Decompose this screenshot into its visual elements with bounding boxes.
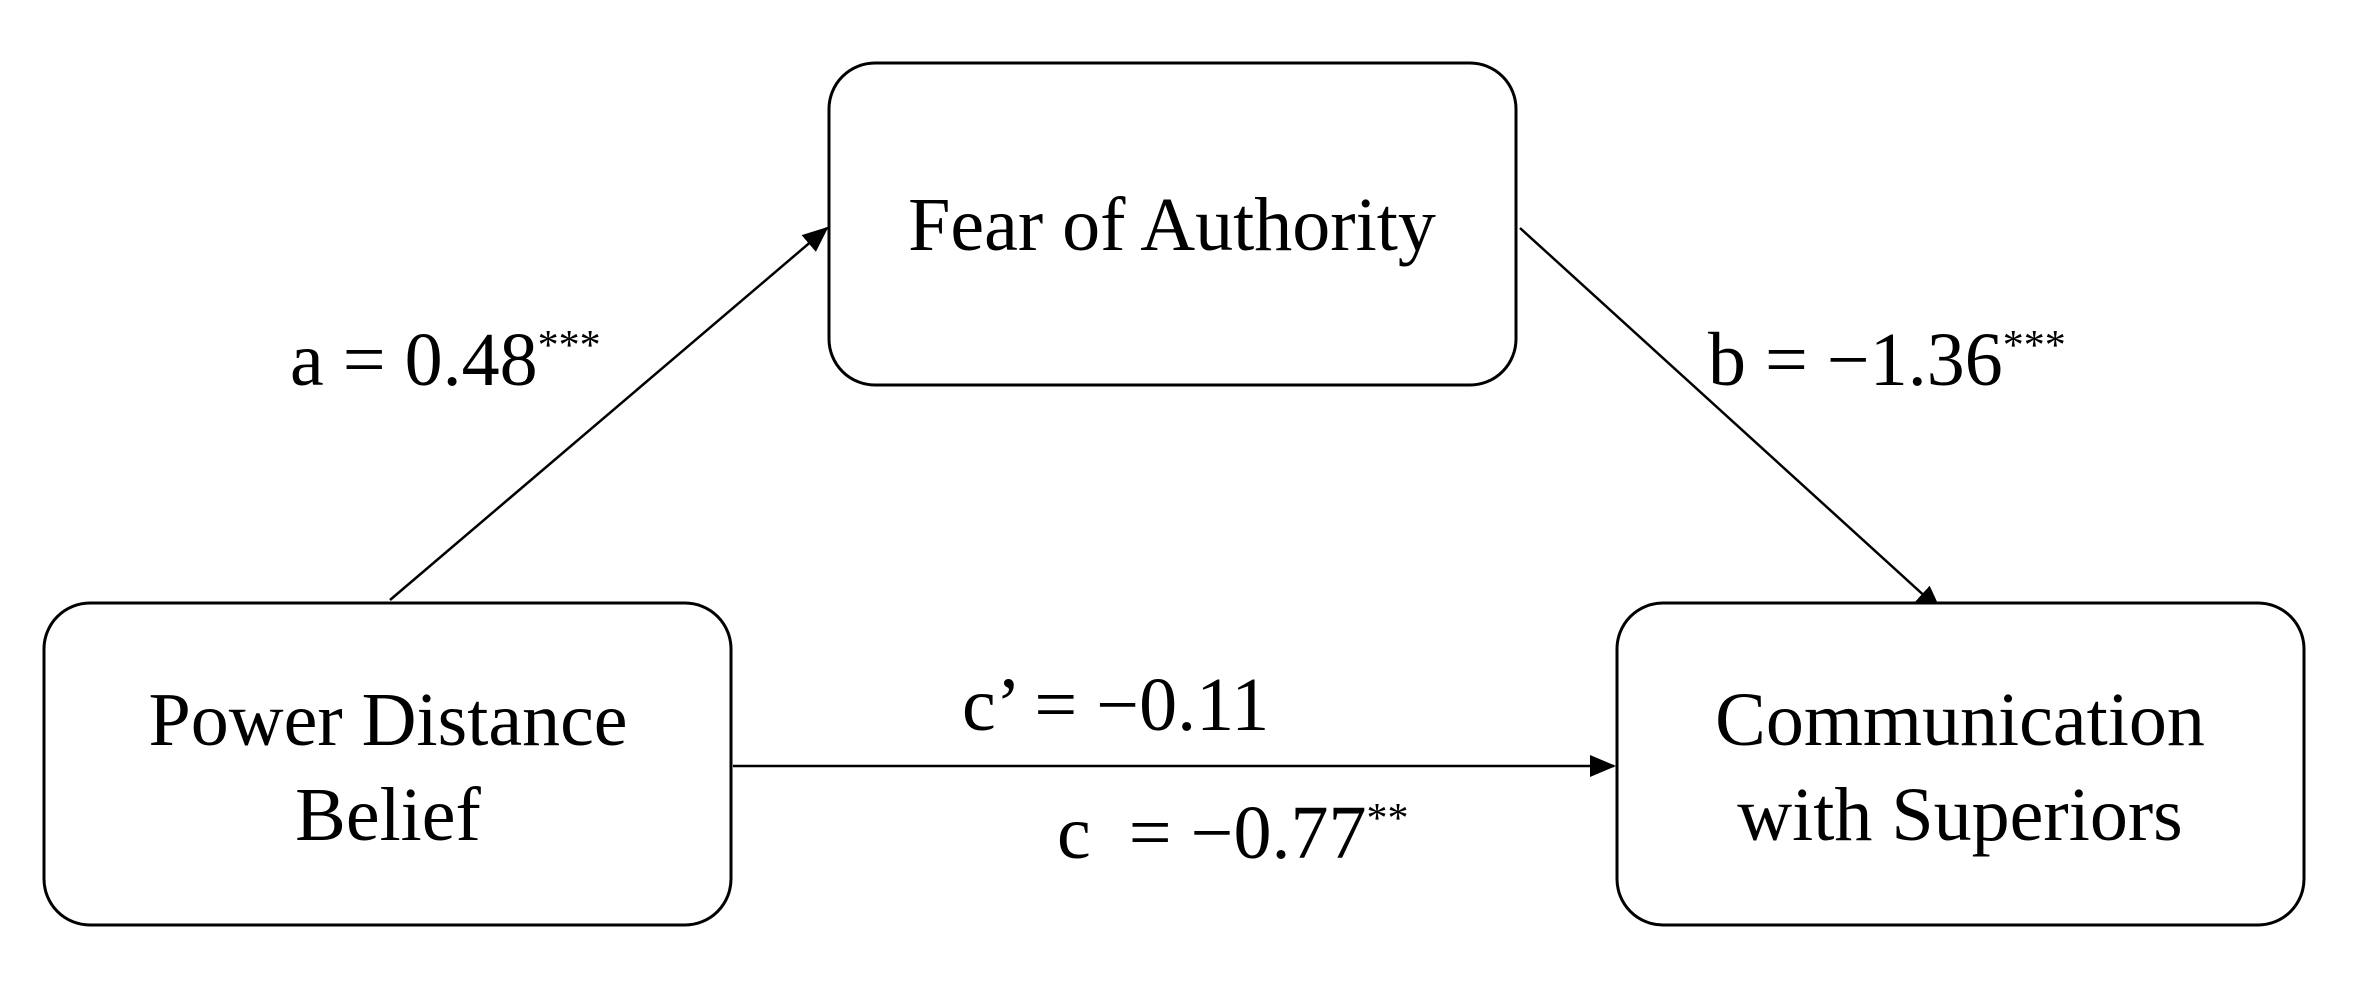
predictor-label-line2: Belief	[295, 773, 481, 857]
predictor-label-line1: Power Distance	[148, 678, 627, 762]
path-b-significance: ***	[2003, 323, 2066, 369]
path-b-value: b = −1.36	[1708, 318, 2003, 402]
path-a-coefficient: a = 0.48***	[290, 318, 601, 402]
path-c-prime-coefficient: c’ = −0.11	[962, 663, 1269, 747]
path-c-value: c = −0.77	[1057, 791, 1366, 875]
path-c-coefficient: c = −0.77**	[962, 765, 1465, 875]
mediator-label: Fear of Authority	[908, 183, 1436, 267]
predictor-node: Power Distance Belief	[42, 601, 733, 927]
path-a-arrow	[389, 226, 829, 601]
outcome-label-line1: Communication	[1715, 678, 2205, 762]
outcome-label-line2: with Superiors	[1737, 773, 2182, 857]
path-b-arrow	[1519, 227, 1942, 612]
outcome-node: Communication with Superiors	[1615, 601, 2306, 927]
path-c-significance: **	[1366, 796, 1408, 842]
path-a-significance: ***	[538, 323, 601, 369]
mediator-node: Fear of Authority	[827, 61, 1518, 387]
path-b-coefficient: b = −1.36***	[1708, 318, 2066, 402]
path-a-value: a = 0.48	[290, 318, 538, 402]
path-c-prime-value: c’ = −0.11	[962, 663, 1269, 747]
